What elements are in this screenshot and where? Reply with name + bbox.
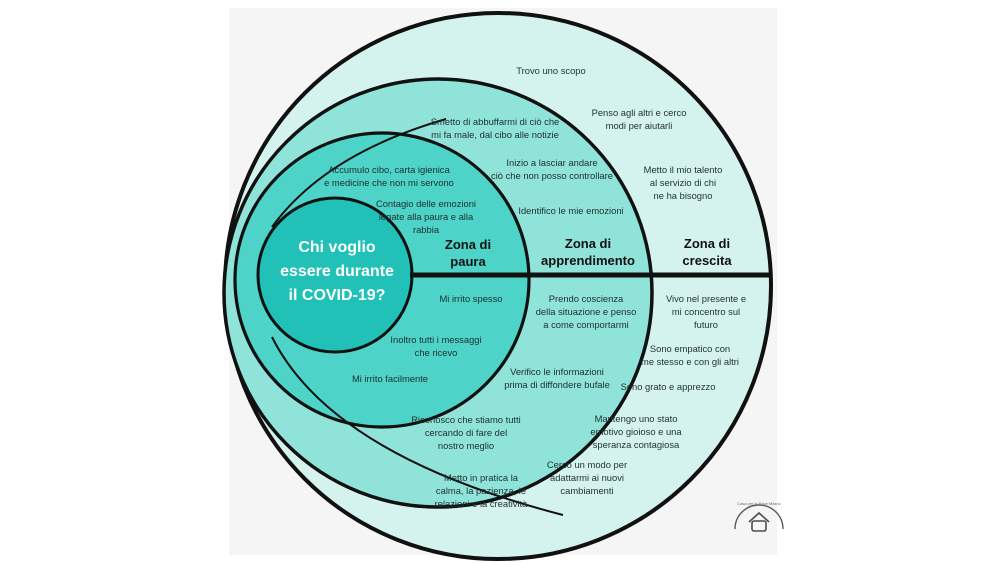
lower-overlap-arc xyxy=(271,336,564,516)
zone-apprendimento-title-line-1: Zona di xyxy=(565,236,611,251)
center-title-line-3: il COVID-19? xyxy=(289,287,386,304)
text-riconosco-3: nostro meglio xyxy=(438,440,494,451)
text-identifico-emozioni-1: Identifico le mie emozioni xyxy=(518,205,623,216)
text-cerco-modo-1: Cerco un modo per xyxy=(547,459,627,470)
text-smetto-abbuffarmi-1: Smetto di abbuffarmi di ciò che xyxy=(431,116,560,127)
text-accumulo-cibo-2: e medicine che non mi servono xyxy=(324,177,454,188)
text-riconosco-2: cercando di fare del xyxy=(425,427,507,438)
text-contagio-emozioni-2: legate alla paura e alla xyxy=(379,211,474,222)
text-riconosco-1: Riconosco che stiamo tutti xyxy=(411,414,520,425)
text-cerco-modo-2: adattarmi ai nuovi xyxy=(550,472,624,483)
text-contagio-emozioni-3: rabbia xyxy=(413,224,440,235)
text-metto-talento-3: ne ha bisogno xyxy=(654,190,713,201)
text-vivo-presente-1: Vivo nel presente e xyxy=(666,293,746,304)
text-accumulo-cibo-1: Accumulo cibo, carta igienica xyxy=(328,164,450,175)
text-sono-empatico-2: me stesso e con gli altri xyxy=(641,356,739,367)
text-metto-talento-1: Metto il mio talento xyxy=(644,164,723,175)
text-penso-agli-altri-2: modi per aiutarli xyxy=(606,120,673,131)
logo-arc xyxy=(734,504,784,530)
text-penso-agli-altri-1: Penso agli altri e cerco xyxy=(592,107,687,118)
text-verifico-informazioni-1: Verifico le informazioni xyxy=(510,366,604,377)
zone-paura-title-line-1: Zona di xyxy=(445,237,491,252)
text-inizio-lasciar-andare-2: ciò che non posso controllare xyxy=(491,170,613,181)
text-prendo-coscienza-2: della situazione e penso xyxy=(536,306,637,317)
text-inoltro-messaggi-1: Inoltro tutti i messaggi xyxy=(390,334,481,345)
text-cerco-modo-3: cambiamenti xyxy=(560,485,613,496)
left-overlap-arc xyxy=(271,118,447,228)
text-smetto-abbuffarmi-2: mi fa male, dal cibo alle notizie xyxy=(431,129,559,140)
text-sono-grato-1: Sono grato e apprezzo xyxy=(621,381,716,392)
zone-crescita-title-line-1: Zona di xyxy=(684,236,730,251)
text-metto-in-pratica-1: Metto in pratica la xyxy=(444,472,519,483)
logo-house-icon xyxy=(751,520,767,532)
text-metto-in-pratica-2: calma, la pazienza, le xyxy=(436,485,526,496)
center-title-line-2: essere durante xyxy=(280,263,394,280)
text-inoltro-messaggi-2: che ricevo xyxy=(415,347,458,358)
text-mantengo-stato-2: emotivo gioioso e una xyxy=(590,426,682,437)
text-mi-irrito-spesso-1: Mi irrito spesso xyxy=(439,293,502,304)
text-metto-talento-2: al servizio di chi xyxy=(650,177,716,188)
text-metto-in-pratica-3: relazioni e la creatività xyxy=(435,498,529,509)
logo-arc-text: Casa per la Pace Milano xyxy=(737,501,781,506)
text-prendo-coscienza-3: a come comportarmi xyxy=(543,319,628,330)
casa-per-la-pace-logo: Casa per la Pace Milano xyxy=(734,501,784,532)
zone-apprendimento-title-line-2: apprendimento xyxy=(541,253,635,268)
text-mi-irrito-facilmente-1: Mi irrito facilmente xyxy=(352,373,428,384)
text-verifico-informazioni-2: prima di diffondere bufale xyxy=(504,379,610,390)
text-mantengo-stato-3: speranza contagiosa xyxy=(593,439,680,450)
text-vivo-presente-2: mi concentro sul xyxy=(672,306,740,317)
text-sono-empatico-1: Sono empatico con xyxy=(650,343,730,354)
text-vivo-presente-3: futuro xyxy=(694,319,718,330)
center-title-line-1: Chi voglio xyxy=(298,239,376,256)
text-mantengo-stato-1: Mantengo uno stato xyxy=(595,413,678,424)
text-inizio-lasciar-andare-1: Inizio a lasciar andare xyxy=(506,157,597,168)
logo-roof-icon xyxy=(748,511,770,523)
text-contagio-emozioni-1: Contagio delle emozioni xyxy=(376,198,476,209)
zone-paura-title-line-2: paura xyxy=(450,254,486,269)
text-prendo-coscienza-1: Prendo coscienza xyxy=(549,293,624,304)
text-trovo-uno-scopo-1: Trovo uno scopo xyxy=(516,65,585,76)
zone-crescita-title-line-2: crescita xyxy=(682,253,732,268)
